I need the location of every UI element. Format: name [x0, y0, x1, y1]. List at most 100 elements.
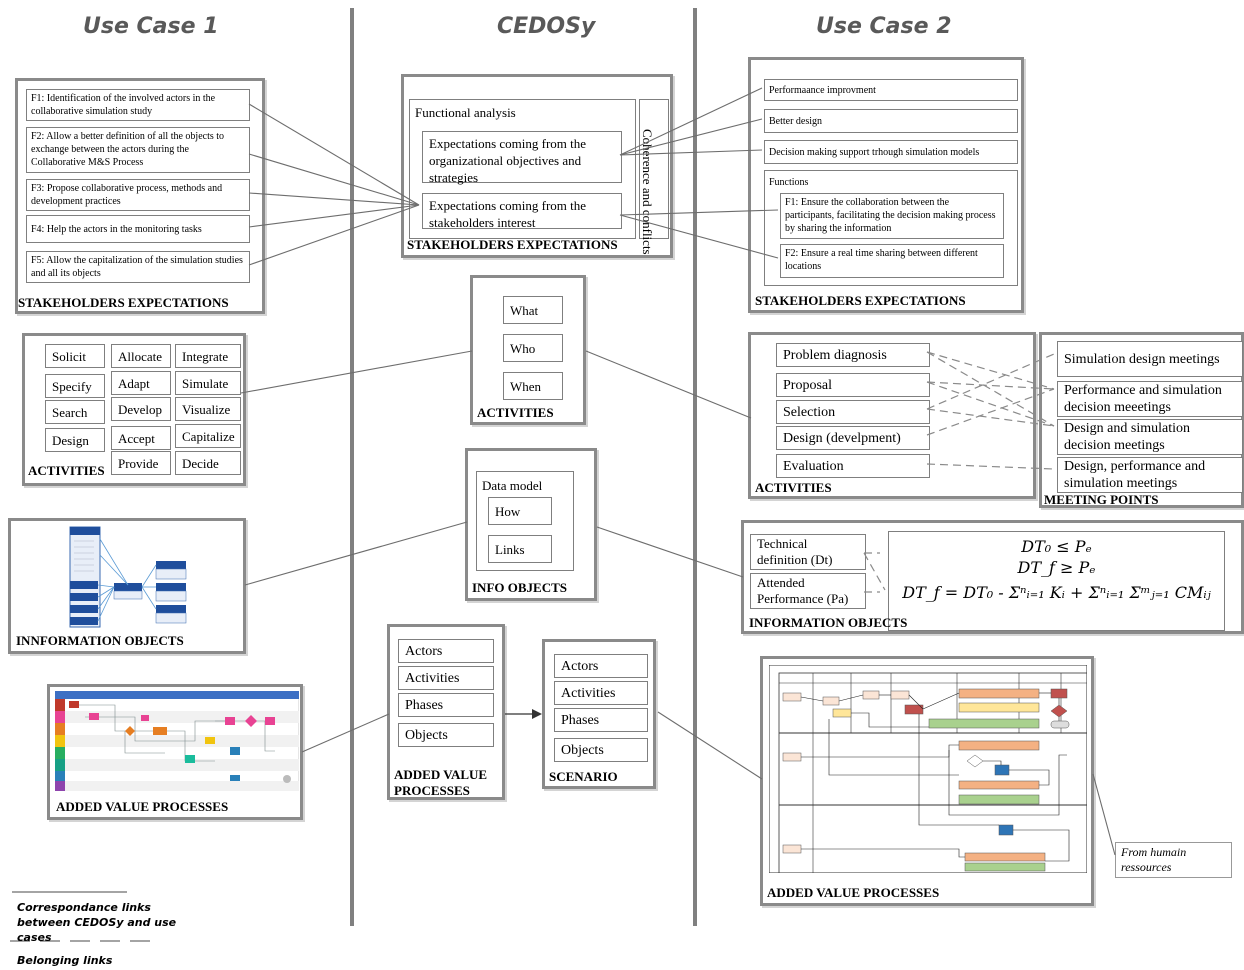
meeting-points-panel: Simulation design meetings Performance a…	[1039, 332, 1244, 508]
formula-box	[888, 531, 1225, 631]
scenario-objects: Objects	[554, 738, 648, 762]
uc1-process-thumbnail	[55, 691, 299, 791]
process-phases: Phases	[398, 693, 494, 717]
uc2-expectations-panel: Performaance improvment Better design De…	[748, 57, 1024, 313]
uc2-activity-diagnosis: Problem diagnosis	[776, 343, 930, 367]
coherence-box	[639, 99, 669, 239]
left-divider	[350, 8, 354, 926]
formula-final: DT_f ≥ Pₑ	[1017, 558, 1096, 577]
human-resources-note: From humain ressources	[1115, 842, 1232, 878]
uc1-processes-title: ADDED VALUE PROCESSES	[56, 799, 229, 814]
uc1-expectations-panel: F1: Identification of the involved actor…	[15, 78, 265, 314]
uc2-expectation-performance: Performaance improvment	[764, 79, 1018, 101]
cedosy-info-objects-panel: Data model How Links INFO OBJECTS	[465, 448, 597, 601]
cedosy-expectations-panel: Functional analysis Expectations coming …	[401, 74, 673, 258]
uc2-swimlane-drawing	[769, 665, 1087, 873]
scenario-title: SCENARIO	[549, 769, 618, 784]
uc1-expectations-title: STAKEHOLDERS EXPECTATIONS	[18, 295, 229, 310]
uc2-processes-panel: ADDED VALUE PROCESSES	[760, 656, 1094, 906]
uc1-activity-simulate: Simulate	[175, 371, 241, 395]
uc2-activities-title: ACTIVITIES	[755, 480, 832, 495]
uc1-activity-visualize: Visualize	[175, 397, 241, 421]
uc2-activities-panel: Problem diagnosis Proposal Selection Des…	[748, 332, 1036, 499]
scenario-actors: Actors	[554, 654, 648, 678]
uc1-activity-decide: Decide	[175, 451, 241, 475]
cedosy-processes-title-2: PROCESSES	[394, 783, 470, 798]
cedosy-processes-title-1: ADDED VALUE	[394, 767, 488, 782]
correspondance-links	[240, 87, 1116, 856]
cedosy-processes-panel: Actors Activities Phases Objects ADDED V…	[387, 624, 505, 800]
scenario-activities: Activities	[554, 681, 648, 705]
uc1-activity-accept: Accept	[111, 426, 171, 450]
scenario-phases: Phases	[554, 708, 648, 732]
uc1-process-drawing	[55, 691, 299, 791]
formula-initial: DT₀ ≤ Pₑ	[1021, 537, 1092, 556]
uc1-processes-panel: ADDED VALUE PROCESSES	[47, 684, 303, 820]
process-activities: Activities	[398, 666, 494, 690]
use-case-1-title: Use Case 1	[83, 14, 219, 39]
uc2-expectations-title: STAKEHOLDERS EXPECTATIONS	[755, 293, 966, 308]
uc2-activity-proposal: Proposal	[776, 373, 930, 397]
uc2-info-objects-panel: Technical definition (Dt) Attended Perfo…	[741, 520, 1244, 634]
cedosy-activity-what: What	[503, 296, 563, 324]
cedosy-activity-when: When	[503, 372, 563, 400]
cedosy-activities-panel: What Who When ACTIVITIES	[470, 275, 586, 425]
uc1-expectation-f4: F4: Help the actors in the monitoring ta…	[26, 215, 250, 243]
uc1-data-model-thumbnail	[68, 525, 188, 633]
uc1-info-objects-panel: INNFORMATION OBJECTS	[8, 518, 246, 654]
uc2-activity-design: Design (develpment)	[776, 426, 930, 450]
functional-analysis-label: Functional analysis	[415, 105, 516, 120]
uc1-activities-panel: Solicit Specify Search Design Allocate A…	[22, 333, 246, 486]
cedosy-expectations-title: STAKEHOLDERS EXPECTATIONS	[407, 237, 618, 252]
legend-belonging: Belonging links	[17, 954, 113, 967]
cedosy-info-objects-title: INFO OBJECTS	[472, 580, 567, 595]
meeting-design-performance: Design, performance and simulation meeti…	[1057, 457, 1243, 493]
uc2-swimlane-thumbnail	[769, 665, 1087, 873]
info-object-how: How	[488, 497, 552, 525]
legend-correspondance: Correspondance links between CEDOSy and …	[17, 901, 177, 944]
uc1-data-model-drawing	[69, 526, 187, 628]
uc1-activity-integrate: Integrate	[175, 344, 241, 368]
uc2-function-f1: F1: Ensure the collaboration between the…	[780, 193, 1004, 239]
attended-performance-box: Attended Performance (Pa)	[750, 573, 866, 609]
belonging-links	[863, 351, 1055, 593]
uc2-activity-evaluation: Evaluation	[776, 454, 930, 478]
uc2-expectation-decision: Decision making support trhough simulati…	[764, 140, 1018, 164]
scenario-panel: Actors Activities Phases Objects SCENARI…	[542, 639, 656, 789]
cedosy-activity-who: Who	[503, 334, 563, 362]
uc2-function-f2: F2: Ensure a real time sharing between d…	[780, 244, 1004, 278]
uc1-activity-develop: Develop	[111, 397, 171, 421]
meeting-points-title: MEETING POINTS	[1044, 492, 1159, 507]
uc2-processes-title: ADDED VALUE PROCESSES	[767, 885, 940, 900]
info-object-links: Links	[488, 535, 552, 563]
uc1-activity-adapt: Adapt	[111, 371, 171, 395]
uc2-expectation-design: Better design	[764, 109, 1018, 133]
meeting-performance-simulation: Performance and simulation decision meee…	[1057, 381, 1243, 417]
stakeholders-interest-box: Expectations coming from the stakeholder…	[422, 193, 622, 230]
uc2-activity-selection: Selection	[776, 400, 930, 424]
formula-computation: DT_f = DT₀ - Σⁿᵢ₌₁ Kᵢ + Σⁿᵢ₌₁ Σᵐⱼ₌₁ CMᵢⱼ	[902, 583, 1211, 602]
right-divider	[693, 8, 697, 926]
uc1-info-objects-title: INNFORMATION OBJECTS	[16, 633, 184, 648]
process-objects: Objects	[398, 723, 494, 747]
uc2-info-objects-title: INFORMATION OBJECTS	[749, 615, 908, 630]
technical-definition-box: Technical definition (Dt)	[750, 534, 866, 570]
uc1-expectation-f1: F1: Identification of the involved actor…	[26, 89, 250, 121]
uc1-activity-search: Search	[45, 400, 105, 424]
uc1-expectation-f2: F2: Allow a better definition of all the…	[26, 127, 250, 173]
uc1-expectation-f5: F5: Allow the capitalization of the simu…	[26, 251, 250, 283]
processes-to-scenario-arrow	[505, 709, 542, 719]
meeting-design-simulation: Design and simulation decision meetings	[1057, 419, 1243, 455]
uc1-activities-title: ACTIVITIES	[28, 463, 105, 478]
uc1-expectation-f3: F3: Propose collaborative process, metho…	[26, 179, 250, 211]
uc1-activity-solicit: Solicit	[45, 344, 105, 368]
process-actors: Actors	[398, 639, 494, 663]
uc1-activity-allocate: Allocate	[111, 344, 171, 368]
uc1-activity-provide: Provide	[111, 451, 171, 475]
meeting-simulation-design: Simulation design meetings	[1057, 341, 1243, 377]
cedosy-title: CEDOSy	[497, 14, 596, 39]
uc1-activity-specify: Specify	[45, 374, 105, 398]
cedosy-activities-title: ACTIVITIES	[477, 405, 554, 420]
uc1-activity-capitalize: Capitalize	[175, 424, 241, 448]
